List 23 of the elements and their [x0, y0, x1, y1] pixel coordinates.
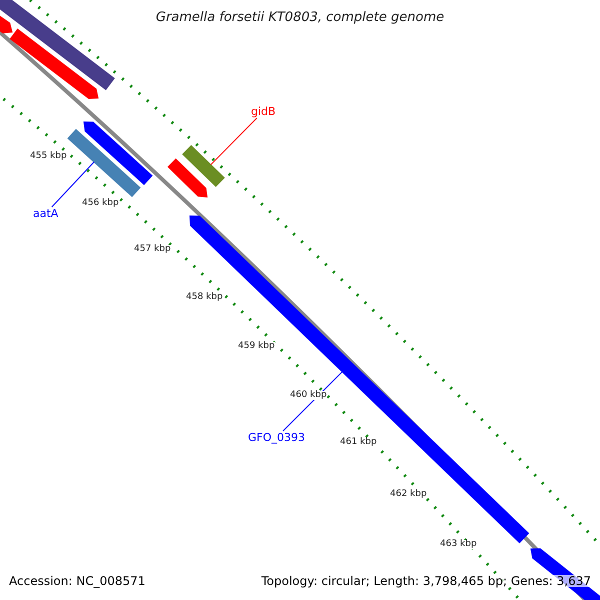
scale-label: 457 kbp — [134, 245, 171, 254]
scale-label: 459 kbp — [238, 342, 275, 351]
gene-feature — [67, 128, 141, 198]
diagram-title: Gramella forsetii KT0803, complete genome — [154, 11, 446, 24]
gene-feature — [83, 121, 153, 186]
scale-label: 460 kbp — [290, 391, 327, 400]
gene-label: GFO_0393 — [248, 432, 306, 443]
scale-label: 458 kbp — [186, 293, 223, 302]
scale-label: 462 kbp — [390, 490, 427, 499]
genome-summary-text: Topology: circular; Length: 3,798,465 bp; Genes: 3,637 — [261, 575, 591, 587]
gene-feature — [10, 28, 99, 99]
gene-feature — [182, 145, 225, 187]
leader-line — [51, 162, 94, 208]
gene-label: gidB — [251, 106, 276, 117]
leader-line — [210, 118, 258, 166]
scale-label: 455 kbp — [30, 152, 67, 161]
scale-label: 463 kbp — [440, 540, 477, 549]
gene-feature — [0, 0, 115, 90]
scale-label: 456 kbp — [82, 199, 119, 208]
scale-label: 461 kbp — [340, 438, 377, 447]
gene-feature — [168, 158, 208, 198]
gene-label: aatA — [33, 208, 58, 219]
accession-text: Accession: NC_008571 — [9, 575, 146, 587]
